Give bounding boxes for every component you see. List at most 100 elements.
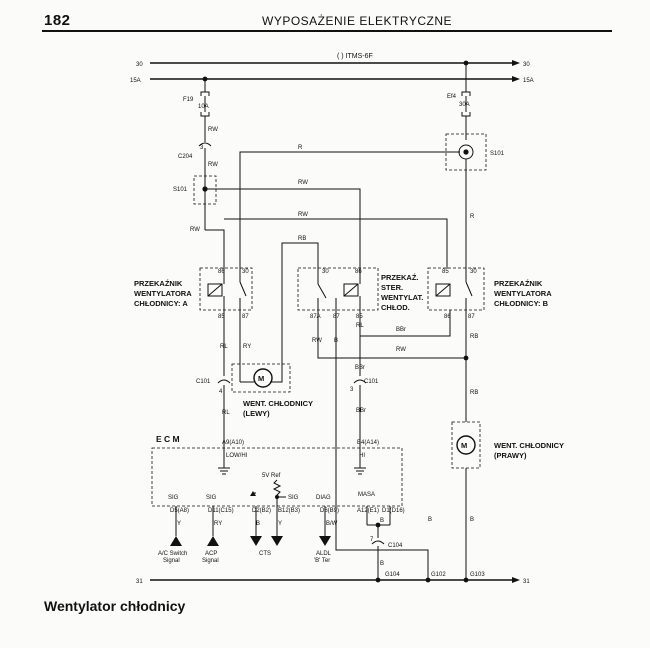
rail-30-right: 30 (523, 62, 530, 68)
figure-caption: Wentylator chłodnicy (44, 598, 186, 614)
sensor-ac-label-2: Signal (163, 558, 180, 564)
splice-s101-right (463, 149, 469, 155)
connector-c101-symbol (217, 379, 231, 384)
connector-c104-pin: 7 (370, 537, 374, 543)
relay-b (427, 267, 485, 311)
connector-c101b-label: C101 (364, 379, 379, 385)
wire-label-rb: RB (298, 236, 306, 242)
splice-s101-left-box (193, 175, 217, 205)
ground-g104: G104 (385, 572, 400, 578)
rail-15a-left: 15A (130, 78, 141, 84)
ground-g103: G103 (470, 572, 485, 578)
wire-label-rw-4: RW (298, 180, 308, 186)
rail-30-left: 30 (136, 62, 143, 68)
motor-left-symbol: M (258, 374, 264, 383)
connector-c101-pin: 4 (219, 389, 223, 395)
wire-label-y-2: Y (278, 521, 282, 527)
relay-a-pin-30: 30 (242, 269, 249, 275)
connector-c101b-pin: 3 (350, 387, 354, 393)
relay-b-pin-85: 85 (442, 269, 449, 275)
wire-label-b-3: B (256, 521, 260, 527)
wire-label-rw-7: RW (396, 347, 406, 353)
wire-label-r: R (298, 145, 303, 151)
wire-label-rl-ster: RL (356, 323, 364, 329)
ecm-sig-1: SIG (168, 495, 179, 501)
relay-ster-pin-86: 86 (355, 269, 362, 275)
connector-c204-pin: 3 (200, 145, 204, 151)
wire-label-bbr: BBr (396, 327, 406, 333)
page-title: WYPOSAŻENIE ELEKTRYCZNE (262, 14, 452, 28)
relay-ster-label-3: WENTYLAT. (381, 293, 423, 302)
ecm-5v-ref: 5V Ref (262, 473, 281, 479)
rail-15a-right: 15A (523, 78, 534, 84)
sensor-ac-label-1: A/C Switch (158, 551, 187, 557)
motor-right-label-2: (PRAWY) (494, 451, 527, 460)
ecm-pin-d11: D11(C15) (208, 508, 234, 514)
page-number: 182 (44, 12, 71, 29)
ecm-pin-a12: A12(E1) (357, 508, 379, 514)
relay-a (199, 267, 253, 311)
fuse-ef4-name: Ef4 (447, 94, 457, 100)
relay-ster-label-4: CHŁOD. (381, 303, 410, 312)
ecm-sig-3: SIG (288, 495, 299, 501)
ecm-pin-a9-signal: LOW/HI (226, 453, 248, 459)
wire-label-rw-3: RW (190, 227, 200, 233)
wire-label-b-right: B (470, 517, 474, 523)
ecm-pin-a9: A9(A10) (222, 440, 244, 446)
relay-a-pin-85: 85 (218, 314, 225, 320)
relay-ster-pin-87a: 87A (310, 314, 321, 320)
relay-ster-label-2: STER. (381, 283, 403, 292)
wire-label-y-1: Y (177, 521, 181, 527)
fuse-ef4-rating: 30A (459, 102, 470, 108)
ecm-title: E C M (156, 434, 180, 444)
wire-rw-to-ster-86 (205, 188, 361, 268)
ecm-diag: DIAG (316, 495, 331, 501)
motor-right-symbol: M (461, 441, 467, 450)
ecm-ground-symbols (218, 448, 366, 475)
motor-left-label-2: (LEWY) (243, 409, 270, 418)
wire-label-b-4: B (380, 518, 384, 524)
wire-label-rw-5: RW (298, 212, 308, 218)
wire-rw-to-relay-b-86 (224, 218, 448, 268)
connector-c104-symbol (371, 540, 385, 545)
wire-rb-ster-30 (270, 242, 319, 383)
wire-label-rw-6: RW (312, 338, 322, 344)
connector-c104-label: C104 (388, 543, 403, 549)
splice-s101-right-label: S101 (490, 151, 505, 157)
ecm-d2-ground (250, 491, 256, 496)
rail-31-left: 31 (136, 579, 143, 585)
wire-label-b-5: B (380, 561, 384, 567)
wire-rw-to-relay-a-86 (205, 229, 225, 268)
ecm-pin-d1: D1(D16) (382, 508, 405, 514)
wire-b-87 (335, 310, 429, 580)
splice-s101-label: S101 (173, 187, 188, 193)
connector-c204-symbol (198, 142, 212, 147)
relay-a-pin-87: 87 (242, 314, 249, 320)
wire-label-rw-2: RW (208, 162, 218, 168)
header-rule (42, 30, 612, 32)
sensor-cts-label: CTS (259, 551, 271, 557)
connector-c101b-symbol (353, 379, 367, 384)
connector-c101-label: C101 (196, 379, 211, 385)
relay-ster (297, 267, 379, 311)
connector-c204-label: C204 (178, 154, 193, 160)
wire-label-rl-2: RL (222, 410, 230, 416)
motor-left (231, 363, 291, 393)
sensor-aldl-label-2: 'B' Ter (314, 558, 330, 564)
rail-31-right: 31 (523, 579, 530, 585)
wire-label-b: B (334, 338, 338, 344)
wire-label-rb-3: RB (470, 390, 478, 396)
fuse-ef4-symbol (461, 60, 471, 140)
ecm-output-wires (170, 497, 469, 583)
relay-b-pin-86: 86 (444, 314, 451, 320)
wire-label-ry: RY (243, 344, 251, 350)
wire-label-rl: RL (220, 344, 228, 350)
relay-ster-pin-87: 87 (333, 314, 340, 320)
relay-b-label-2: WENTYLATORA (494, 289, 552, 298)
relay-a-label-3: CHŁODNICY: A (134, 299, 188, 308)
ecm-pin-d2: D2(B2) (252, 508, 271, 514)
relay-b-pin-87: 87 (468, 314, 475, 320)
wire-label-bbr-2: BBr (355, 365, 365, 371)
motor-right-label-1: WENT. CHŁODNICY (494, 441, 564, 450)
